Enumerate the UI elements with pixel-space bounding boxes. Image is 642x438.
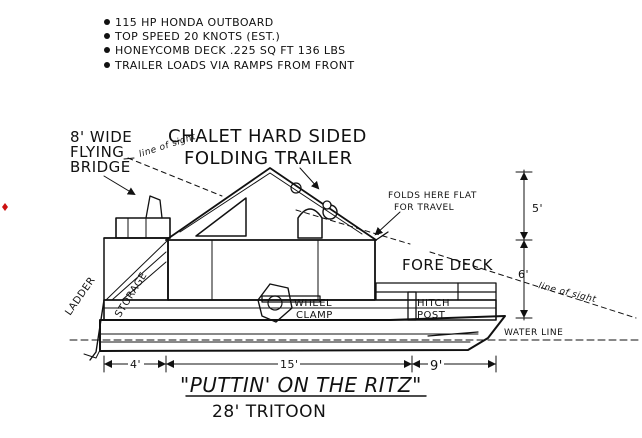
folds-label-2: FOR TRAVEL xyxy=(394,203,454,213)
spec-text: 115 HP HONDA OUTBOARD xyxy=(115,16,274,29)
fore-deck-rail xyxy=(375,282,497,301)
margin-mark xyxy=(2,203,8,211)
spec-trailer-loading: TRAILER LOADS VIA RAMPS FROM FRONT xyxy=(104,59,355,72)
water-line-label: WATER LINE xyxy=(504,328,563,338)
spec-deck: HONEYCOMB DECK .225 SQ FT 136 LBS xyxy=(104,44,346,57)
storage-label: STORAGE xyxy=(113,270,149,319)
spec-top-speed: TOP SPEED 20 KNOTS (EST.) xyxy=(104,30,280,43)
vertical-dimensions: 5' 6' xyxy=(515,169,543,321)
flying-bridge xyxy=(103,195,171,301)
pontoon-hull xyxy=(99,315,506,352)
trailer-label-2: FOLDING TRAILER xyxy=(184,148,353,169)
wheel-clamp-label-2: CLAMP xyxy=(296,310,333,321)
hitch-post-label-2: POST xyxy=(417,310,446,321)
spec-text: TRAILER LOADS VIA RAMPS FROM FRONT xyxy=(115,59,355,72)
horizontal-dimensions: 4' 15' 9' xyxy=(103,355,497,374)
ladder-label: LADDER xyxy=(63,275,97,318)
folding-trailer xyxy=(165,167,389,323)
hitch-post-label-1: HITCH xyxy=(417,298,450,309)
bullet-icon xyxy=(104,62,110,68)
bullet-icon xyxy=(104,19,110,25)
leader-lines xyxy=(103,157,637,319)
hitch-post: HITCH POST xyxy=(407,291,450,321)
boat-subtitle: 28' TRITOON xyxy=(212,402,326,422)
line-of-sight-right: line of sight xyxy=(537,281,597,305)
water-line: WATER LINE xyxy=(69,328,641,341)
dim-lower: 6' xyxy=(518,268,529,281)
ladder xyxy=(89,299,105,361)
dim-9: 9' xyxy=(430,359,443,374)
folds-label-1: FOLDS HERE FLAT xyxy=(388,191,477,201)
wheel-clamp-label-1: WHEEL xyxy=(294,298,332,309)
dim-15: 15' xyxy=(280,358,299,371)
flying-bridge-label-3: BRIDGE xyxy=(70,158,131,176)
trailer-label-1: CHALET HARD SIDED xyxy=(168,126,367,147)
spec-outboard: 115 HP HONDA OUTBOARD xyxy=(104,16,274,29)
flying-bridge-label-2: FLYING xyxy=(70,143,124,161)
spec-text: HONEYCOMB DECK .225 SQ FT 136 LBS xyxy=(115,44,346,57)
dim-upper: 5' xyxy=(532,202,543,215)
bullet-icon xyxy=(104,47,110,53)
spec-text: TOP SPEED 20 KNOTS (EST.) xyxy=(115,30,281,43)
boat-title: "PUTTIN' ON THE RITZ" xyxy=(180,373,422,397)
bullet-icon xyxy=(104,33,110,39)
flying-bridge-label-1: 8' WIDE xyxy=(70,128,132,146)
dim-4: 4' xyxy=(130,358,141,371)
fore-deck-label: FORE DECK xyxy=(402,256,494,274)
